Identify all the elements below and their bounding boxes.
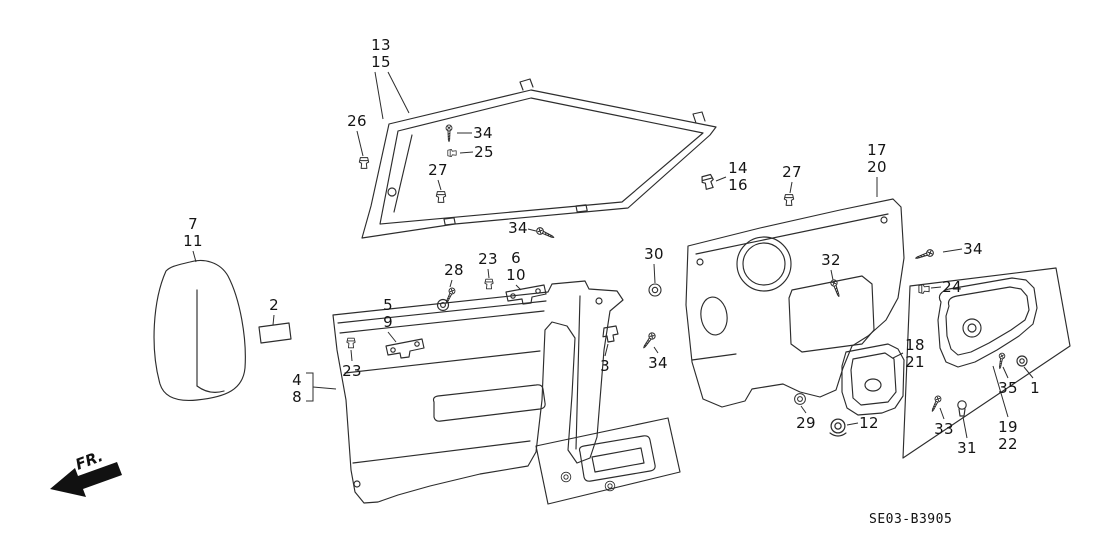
leader-line-34 <box>942 248 963 253</box>
leader-line-2 <box>272 314 275 326</box>
leader-line-33 <box>939 407 945 420</box>
side-garnish-panel <box>937 277 1038 368</box>
bracket-6-10-icon <box>505 284 547 305</box>
leader-line-11 <box>192 250 197 263</box>
leader-line-3 <box>604 343 609 357</box>
leader-line-1 <box>1023 366 1034 379</box>
clip-3-icon <box>602 325 619 343</box>
fasteners-group <box>346 124 1028 437</box>
leader-line-32 <box>830 269 834 281</box>
diagram-code: SE03-B3905 <box>869 512 953 527</box>
leader-line-28 <box>449 279 453 288</box>
leader-lines <box>192 71 1034 439</box>
screw-34-icon <box>445 124 453 143</box>
leader-line-35 <box>1002 366 1009 379</box>
leader-line-9 <box>387 331 397 343</box>
leader-line-10 <box>515 284 522 291</box>
mud-guard <box>153 259 246 401</box>
leader-line-22 <box>992 365 1009 418</box>
leader-line-23 <box>350 349 353 362</box>
nut-1-icon <box>1016 355 1028 367</box>
screw-grommet-28-icon <box>436 286 457 312</box>
rear-assembly-box <box>902 267 1071 459</box>
leader-line-15 <box>374 71 384 120</box>
leader-line-8 <box>306 372 314 402</box>
clip-26-icon <box>358 157 370 169</box>
leader-line-12 <box>846 422 859 426</box>
leader-line-21 <box>892 352 904 359</box>
quarter-trim-panel <box>332 280 624 504</box>
leader-line-27 <box>789 181 793 194</box>
clip-14-16-icon <box>700 173 716 191</box>
grommet-12-icon <box>829 418 847 437</box>
bracket-5-9-icon <box>385 338 425 359</box>
clip-25-icon <box>447 148 457 158</box>
leader-line-15 <box>387 71 410 114</box>
grommet-30-icon <box>648 283 662 297</box>
clip-23-icon <box>346 337 356 349</box>
leader-line-29 <box>800 405 807 414</box>
fr-direction-arrow: FR. <box>50 447 122 497</box>
screw-33-icon <box>929 394 943 414</box>
screw-35-icon <box>996 352 1006 370</box>
side-pocket <box>841 343 905 416</box>
leader-line-34 <box>653 346 659 354</box>
leader-line-25 <box>459 151 474 154</box>
clip-27-icon <box>435 191 447 203</box>
leader-line-27 <box>437 179 442 191</box>
leader-line-34 <box>527 228 537 232</box>
leader-line-26 <box>356 130 364 157</box>
screw-34-icon <box>640 331 657 351</box>
screw-34-icon <box>535 226 556 241</box>
leader-line-30 <box>653 263 656 284</box>
quarter-window-garnish <box>361 78 717 239</box>
leader-line-31 <box>962 416 968 439</box>
grommet-29-icon <box>794 393 806 405</box>
cap-part <box>258 322 292 344</box>
trunk-lid-garnish <box>535 417 681 505</box>
leader-line-24 <box>930 286 942 289</box>
leader-line-16 <box>715 176 727 182</box>
clip-27-icon <box>783 194 795 206</box>
fastener-icon <box>560 471 572 483</box>
leader-line-23 <box>487 268 490 279</box>
clip-24-icon <box>918 284 930 294</box>
leader-line-8 <box>312 386 337 390</box>
side-lining-panel <box>685 198 905 408</box>
rivet-31-icon <box>957 400 967 417</box>
screw-34-icon <box>914 248 935 262</box>
clip-23-icon <box>484 278 494 290</box>
